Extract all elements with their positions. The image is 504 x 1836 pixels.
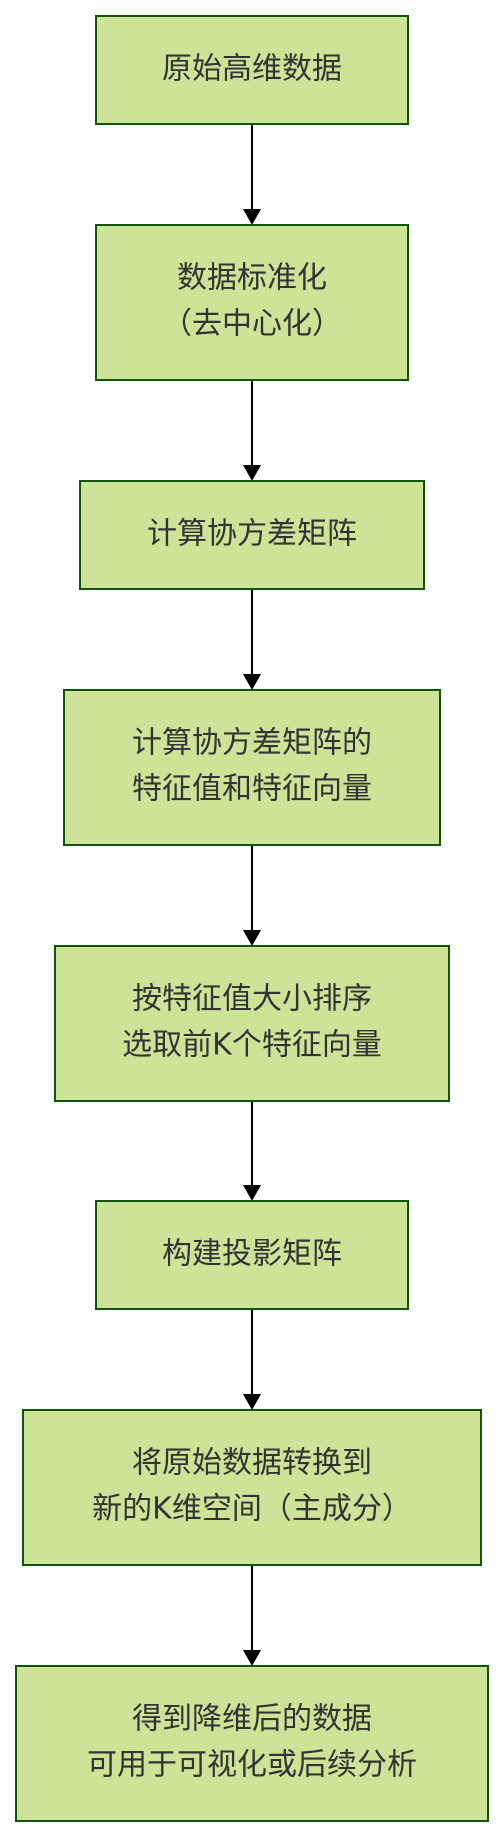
node-eigen: 计算协方差矩阵的 特征值和特征向量: [63, 689, 441, 846]
node-result-line-1: 得到降维后的数据: [132, 1702, 372, 1737]
node-select-k-line-1: 按特征值大小排序: [132, 982, 372, 1017]
edge-2: [243, 380, 261, 481]
node-projection-line-1: 构建投影矩阵: [162, 1237, 342, 1272]
node-transform-line-2: 新的K维空间（主成分）: [92, 1492, 412, 1527]
node-raw-data: 原始高维数据: [95, 15, 409, 125]
node-standardize: 数据标准化 （去中心化）: [95, 224, 409, 381]
edge-4: [243, 845, 261, 946]
edge-3: [243, 589, 261, 690]
edge-5: [243, 1101, 261, 1201]
node-standardize-line-1: 数据标准化: [177, 261, 327, 296]
edge-7: [243, 1565, 261, 1666]
node-projection: 构建投影矩阵: [95, 1200, 409, 1310]
node-select-k: 按特征值大小排序 选取前K个特征向量: [54, 945, 450, 1102]
edge-1: [243, 124, 261, 225]
node-eigen-line-1: 计算协方差矩阵的: [132, 726, 372, 761]
node-transform-line-1: 将原始数据转换到: [132, 1446, 372, 1481]
node-raw-data-line-1: 原始高维数据: [162, 52, 342, 87]
node-covariance-line-1: 计算协方差矩阵: [147, 517, 357, 552]
node-select-k-line-2: 选取前K个特征向量: [122, 1028, 382, 1063]
node-covariance: 计算协方差矩阵: [79, 480, 425, 590]
node-result-line-2: 可用于可视化或后续分析: [87, 1748, 417, 1783]
node-result: 得到降维后的数据 可用于可视化或后续分析: [15, 1665, 489, 1822]
node-eigen-line-2: 特征值和特征向量: [132, 772, 372, 807]
edge-6: [243, 1309, 261, 1410]
node-standardize-line-2: （去中心化）: [162, 307, 342, 342]
node-transform: 将原始数据转换到 新的K维空间（主成分）: [22, 1409, 482, 1566]
